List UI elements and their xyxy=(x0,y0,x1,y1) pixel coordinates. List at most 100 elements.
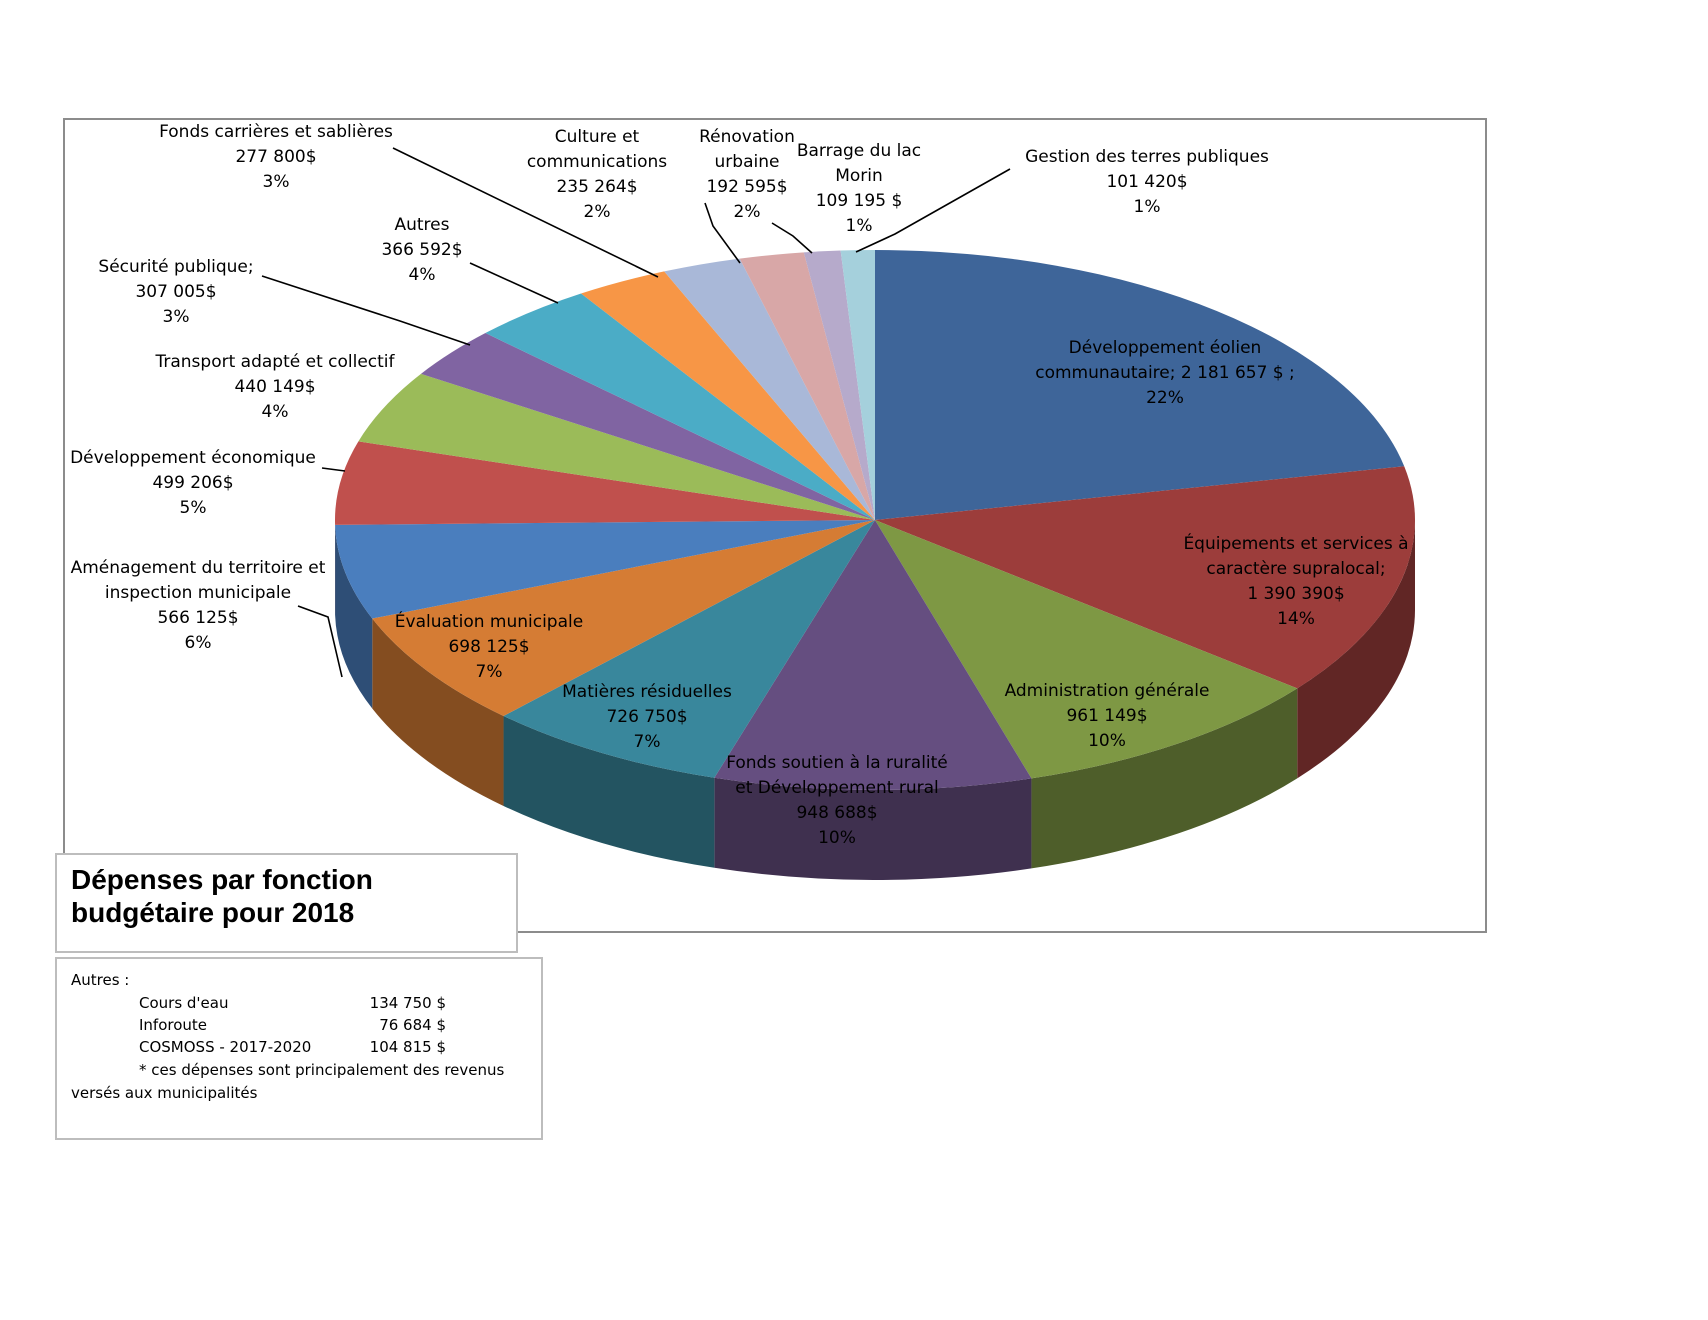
leader-line xyxy=(771,222,813,254)
leader-line xyxy=(855,168,1011,253)
pie-side xyxy=(1031,688,1298,869)
slice-amount: 698 125$ xyxy=(448,637,529,657)
slice-percent: 6% xyxy=(185,633,212,653)
pie-side xyxy=(335,524,373,709)
slice-label: Transport adapté et collectif xyxy=(154,352,395,372)
slice-label: Rénovation xyxy=(699,127,795,147)
slice-amount: 1 390 390$ xyxy=(1247,584,1344,604)
slice-amount: 277 800$ xyxy=(235,147,316,167)
slice-percent: 2% xyxy=(584,202,611,222)
note-item-name: Cours d'eau xyxy=(139,994,229,1012)
slice-label: Matières résiduelles xyxy=(562,682,732,702)
slice-label: Barrage du lac xyxy=(797,141,921,161)
slice-labels: Développement éolien communautaire; 2 181… xyxy=(70,122,1408,848)
slice-label: Autres xyxy=(394,215,449,235)
slice-amount: 192 595$ xyxy=(706,177,787,197)
note-item-amount: 134 750 $ xyxy=(369,994,446,1012)
slice-amount: 440 149$ xyxy=(234,377,315,397)
slice-label: caractère supralocal; xyxy=(1206,559,1385,579)
slice-label: inspection municipale xyxy=(105,583,291,603)
pie-side xyxy=(372,618,504,806)
slice-percent: 4% xyxy=(262,402,289,422)
pie-sides xyxy=(335,520,1415,880)
slice-percent: 1% xyxy=(1134,197,1161,217)
pie-slice xyxy=(840,250,875,520)
slice-label: Évaluation municipale xyxy=(395,610,583,632)
pie-slice xyxy=(503,520,875,778)
slice-label: urbaine xyxy=(715,152,780,172)
slice-amount: 101 420$ xyxy=(1106,172,1187,192)
pie-slice xyxy=(335,441,875,525)
pie-side xyxy=(714,777,1032,880)
slice-percent: 14% xyxy=(1277,609,1315,629)
pie-side xyxy=(503,715,715,868)
slice-label: Aménagement du territoire et xyxy=(71,558,326,578)
slice-percent: 10% xyxy=(1088,731,1126,751)
slice-percent: 7% xyxy=(476,662,503,682)
note-item-amount: 76 684 $ xyxy=(379,1016,446,1034)
slice-label: Administration générale xyxy=(1005,681,1210,701)
note-footnote: * ces dépenses sont principalement des r… xyxy=(139,1061,505,1079)
slice-amount: 961 149$ xyxy=(1066,706,1147,726)
pie-slice xyxy=(581,271,875,520)
pie-slice xyxy=(875,250,1405,520)
slice-percent: 3% xyxy=(263,172,290,192)
leader-line xyxy=(392,147,659,278)
slice-percent: 7% xyxy=(634,732,661,752)
pie-slice xyxy=(335,520,875,619)
pie-slice xyxy=(803,250,875,520)
slice-amount: 499 206$ xyxy=(152,473,233,493)
slice-percent: 4% xyxy=(409,265,436,285)
notes-heading: Autres : xyxy=(71,971,130,989)
slice-label: Développement économique xyxy=(70,448,316,468)
slice-percent: 10% xyxy=(818,828,856,848)
slice-amount: 948 688$ xyxy=(796,803,877,823)
pie-side xyxy=(1297,520,1415,779)
slice-label: communications xyxy=(527,152,667,172)
slice-label: Gestion des terres publiques xyxy=(1025,147,1269,167)
slice-percent: 2% xyxy=(734,202,761,222)
slice-label: et Développement rural xyxy=(735,778,939,798)
chart-title: Dépenses par fonction budgétaire pour 20… xyxy=(71,864,373,928)
pie-slice xyxy=(714,520,1032,791)
slice-amount: 109 195 $ xyxy=(816,191,903,211)
slice-percent: 1% xyxy=(846,216,873,236)
pie-slice xyxy=(372,520,875,716)
slice-label: Équipements et services à xyxy=(1183,532,1408,554)
slice-percent: 5% xyxy=(180,498,207,518)
note-item-amount: 104 815 $ xyxy=(369,1038,446,1056)
leader-line xyxy=(321,467,346,472)
slice-amount: 366 592$ xyxy=(381,240,462,260)
leader-lines xyxy=(261,147,1011,678)
slice-amount: 726 750$ xyxy=(606,707,687,727)
leader-line xyxy=(261,275,471,346)
slice-label: Fonds carrières et sablières xyxy=(159,122,393,142)
slice-label: Fonds soutien à la ruralité xyxy=(726,753,948,773)
leader-line xyxy=(469,262,559,304)
slice-label: Sécurité publique; xyxy=(98,257,253,277)
slice-percent: 22% xyxy=(1146,388,1184,408)
slice-label: communautaire; 2 181 657 $ ; xyxy=(1035,363,1295,383)
slice-label: Morin xyxy=(835,166,883,186)
slice-percent: 3% xyxy=(163,307,190,327)
pie-slice xyxy=(664,258,875,520)
pie-slice xyxy=(875,520,1298,779)
leader-line xyxy=(704,202,741,264)
chart-title-box: Dépenses par fonction budgétaire pour 20… xyxy=(55,853,518,953)
notes-box: Autres : Cours d'eau 134 750 $ Inforoute… xyxy=(55,957,543,1140)
pie-slice xyxy=(485,293,875,520)
slice-label: Culture et xyxy=(555,127,640,147)
pie-slice xyxy=(739,252,875,521)
pie-slice xyxy=(358,373,875,520)
slice-amount: 566 125$ xyxy=(157,608,238,628)
pie-slice xyxy=(875,466,1415,689)
slice-amount: 307 005$ xyxy=(135,282,216,302)
slice-amount: 235 264$ xyxy=(556,177,637,197)
chart-frame xyxy=(63,118,1487,933)
note-item-name: Inforoute xyxy=(139,1016,208,1034)
pie-slice xyxy=(420,333,875,520)
slice-label: Développement éolien xyxy=(1069,338,1262,358)
note-footnote: versés aux municipalités xyxy=(71,1084,258,1102)
pie-tops xyxy=(335,250,1415,791)
